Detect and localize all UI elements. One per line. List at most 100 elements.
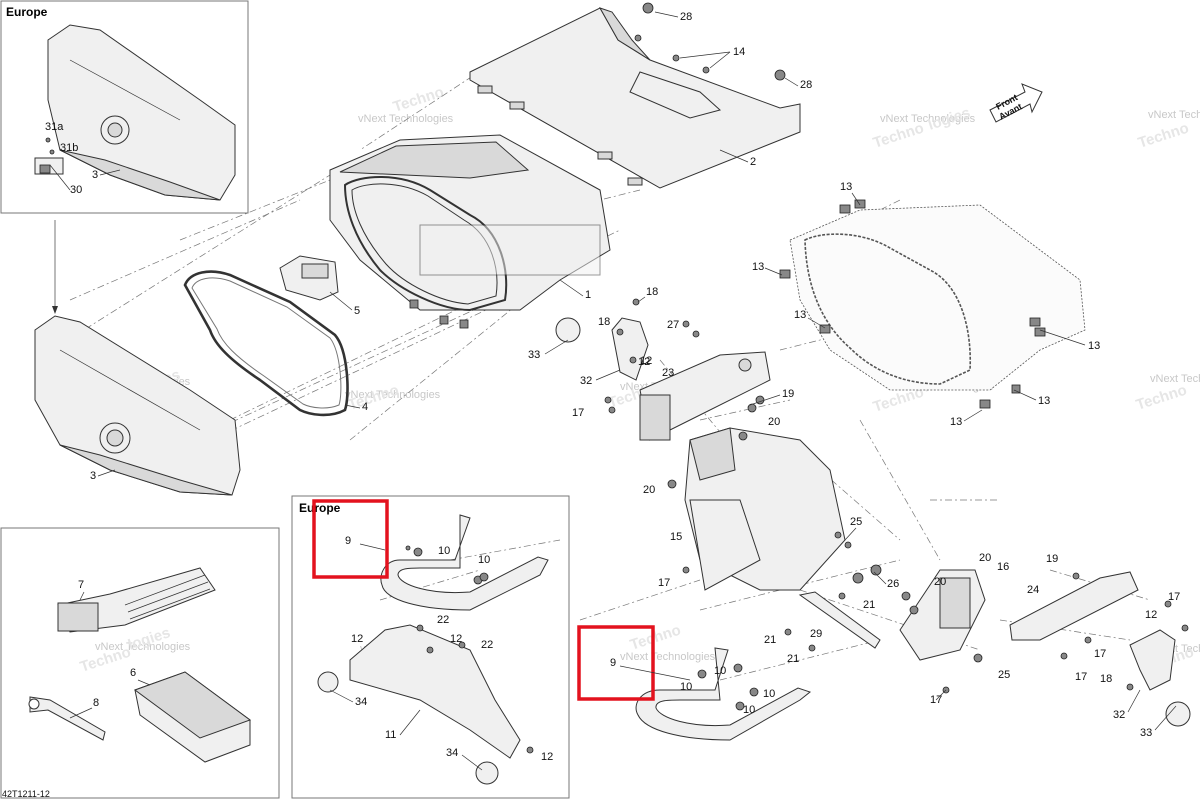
callout-label: 12 (351, 633, 363, 645)
callout-label: 20 (934, 576, 946, 588)
callout-label: 28 (680, 11, 692, 23)
callout-label: 1 (585, 289, 591, 301)
watermark-text: vNext Technologies (345, 389, 441, 401)
watermark-text: vNext Technologies (1148, 109, 1200, 121)
callout-label: 11 (385, 729, 396, 741)
callout-label: 15 (670, 531, 682, 543)
part-rail-29 (798, 591, 881, 649)
callout-label: 17 (658, 577, 670, 589)
callout-label: 4 (362, 401, 368, 413)
callout-label: 31b (60, 142, 78, 154)
callout-label: 20 (768, 416, 780, 428)
part-front-panel-bottom (34, 315, 241, 496)
part-bracket-16 (899, 569, 986, 661)
callout-label: 17 (572, 407, 584, 419)
callout-label: 20 (979, 552, 991, 564)
callout-label: 9 (610, 657, 616, 669)
callout-label: 32 (1113, 709, 1125, 721)
watermark-text: vNext Technologies (1150, 373, 1200, 385)
watermark-text: vNext Technologies (95, 641, 191, 653)
callout-leaders (49, 11, 1177, 771)
watermark-text: logies (926, 104, 972, 134)
callout-label: 10 (714, 665, 726, 677)
callout-label: 33 (528, 349, 540, 361)
watermark-text: Techno (346, 381, 401, 413)
callout-label: 12 (450, 633, 462, 645)
callout-label: 13 (794, 309, 806, 321)
callout-label: 25 (850, 516, 862, 528)
callout-label: 20 (643, 484, 655, 496)
callout-label: 13 (950, 416, 962, 428)
watermark-text: Techno (1134, 381, 1189, 413)
callout-label: 12 (541, 751, 553, 763)
arrow-head (52, 306, 58, 314)
watermark-text: vNext Technologies (620, 651, 716, 663)
callout-label: 33 (1140, 727, 1152, 739)
part-storage-box (329, 134, 611, 329)
callout-label: 10 (478, 554, 490, 566)
callout-label: 13 (1038, 395, 1050, 407)
drawing-code: 42T1211-12 (2, 789, 50, 799)
watermark-text: Techno (1136, 119, 1191, 151)
part-front-panel-top (34, 24, 236, 201)
callout-label: 18 (646, 286, 658, 298)
accessories-box (0, 527, 280, 799)
part-box-ghost (779, 199, 1086, 409)
callout-label: 22 (481, 639, 493, 651)
callout-label: 8 (93, 697, 99, 709)
callout-label: 6 (130, 667, 136, 679)
watermark-text: Techno (391, 83, 446, 115)
part-wrench (28, 696, 106, 741)
europe-detail-box-top (0, 0, 249, 214)
europe-label-top: Europe (6, 5, 48, 19)
part-bracket-right (1129, 629, 1191, 727)
callout-label: 12 (640, 355, 652, 367)
part-handle (57, 567, 216, 633)
callout-label: 13 (840, 181, 852, 193)
part-bar-24 (1009, 571, 1139, 641)
callout-label: 30 (70, 184, 82, 196)
watermark-text: vNext Technologies (358, 113, 454, 125)
callout-label: 31a (45, 121, 64, 133)
part-pad (133, 671, 252, 763)
callout-label: 3 (92, 169, 98, 181)
callout-label: 13 (752, 261, 764, 273)
part-top-cover (469, 7, 801, 189)
callout-label: 5 (354, 305, 360, 317)
callout-label: 21 (863, 599, 875, 611)
highlight-box-part-9-europe (312, 499, 389, 579)
watermark-text: vNext Technologies (880, 113, 976, 125)
callout-label: 32 (580, 375, 592, 387)
part-bumper-9-right (635, 647, 812, 741)
callout-label: 19 (782, 388, 794, 400)
part-bumper-9-europe (380, 514, 549, 611)
part-rear-bracket (639, 351, 771, 441)
callout-label: 23 (662, 367, 674, 379)
part-latch (279, 255, 339, 301)
callout-label: 22 (437, 614, 449, 626)
callout-label: 2 (750, 156, 756, 168)
callout-label: 29 (810, 628, 822, 640)
callout-label: 19 (1046, 553, 1058, 565)
callout-label: 21 (787, 653, 799, 665)
callout-label: 12 (1145, 609, 1157, 621)
callout-label: 18 (598, 316, 610, 328)
callout-label: 14 (733, 46, 745, 58)
part-bracket-11 (317, 624, 521, 785)
callout-label: 9 (345, 535, 351, 547)
callout-label: 34 (355, 696, 367, 708)
europe-label-middle: Europe (299, 501, 341, 515)
part-mount-15 (684, 427, 846, 591)
callout-label: 18 (1100, 673, 1112, 685)
callout-label: 28 (800, 79, 812, 91)
callout-label: 17 (1094, 648, 1106, 660)
callout-label: 24 (1027, 584, 1039, 596)
callout-labels: 28 14 28 2 1 5 4 3 3 31a 31b 30 13 13 13… (45, 11, 1180, 763)
part-seal (183, 270, 349, 417)
hardware-fasteners (45, 2, 1189, 754)
europe-detail-box-middle (291, 495, 570, 799)
callout-label: 17 (1075, 671, 1087, 683)
callout-label: 10 (680, 681, 692, 693)
